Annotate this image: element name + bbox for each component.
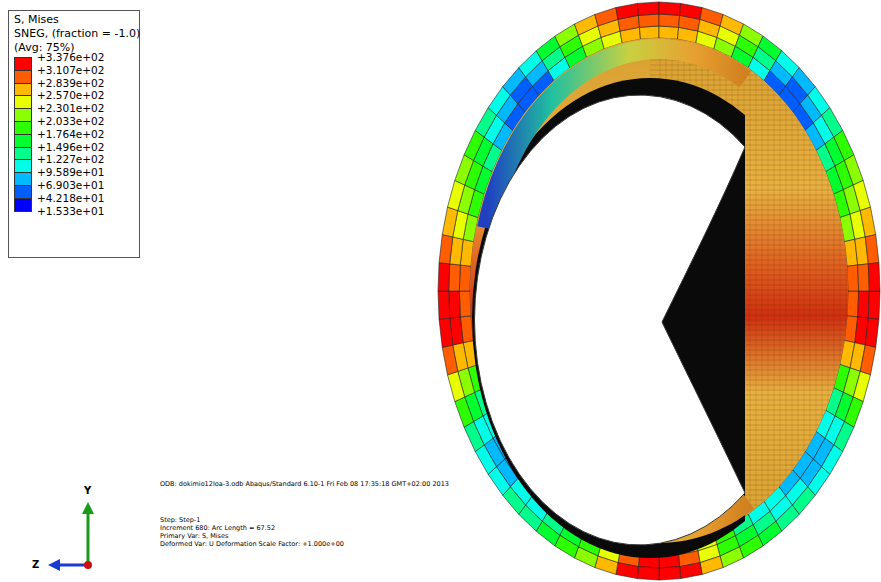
legend-swatch — [14, 83, 32, 97]
ring-element — [595, 556, 618, 574]
legend-swatch — [14, 147, 32, 161]
legend-swatch — [14, 57, 32, 71]
legend-heading: SNEG, (fraction = -1.0) — [14, 28, 140, 39]
legend-swatch — [14, 159, 32, 173]
ring-element — [449, 291, 461, 318]
ring-element — [442, 345, 457, 375]
legend-value: +1.496e+02 — [37, 142, 104, 153]
axis-z-head — [48, 559, 60, 571]
ring-element — [865, 235, 879, 264]
legend-value: +3.107e+02 — [37, 65, 104, 76]
axis-y — [87, 512, 90, 565]
info-text: Deformed Var: U Deformation Scale Factor… — [160, 541, 344, 548]
ring-element — [868, 263, 880, 291]
ring-element — [637, 2, 659, 15]
legend-heading: (Avg: 75%) — [14, 42, 75, 53]
axis-label: Z — [32, 560, 39, 570]
ring-element — [680, 563, 702, 579]
legend-value: +2.033e+02 — [37, 116, 104, 127]
ring-element — [448, 180, 465, 210]
ring-element — [847, 291, 859, 317]
legend-swatch — [14, 134, 32, 148]
ring-element — [574, 14, 598, 35]
ring-element — [659, 567, 681, 580]
ring-element — [442, 207, 457, 237]
legend-swatch — [14, 198, 32, 212]
info-text: Increment 680: Arc Length = 67.52 — [160, 525, 275, 532]
ring-element — [865, 318, 879, 347]
ring-element — [868, 291, 880, 319]
legend-value: +2.301e+02 — [37, 103, 104, 114]
ring-element — [574, 547, 598, 568]
legend-swatch — [14, 121, 32, 135]
ring-element — [438, 291, 450, 319]
ring-element — [700, 8, 723, 26]
legend-swatch — [14, 108, 32, 122]
ring-element — [455, 397, 474, 427]
ring-element — [595, 8, 618, 26]
legend-value: +4.218e+01 — [37, 193, 104, 204]
info-text: Step: Step-1 — [160, 517, 200, 524]
legend-value: +2.570e+02 — [37, 90, 104, 101]
axis-y-head — [82, 502, 94, 514]
ring-element — [637, 567, 659, 580]
legend-value: +6.903e+01 — [37, 180, 104, 191]
ring-element — [860, 207, 875, 237]
ring-element — [639, 26, 659, 39]
ring-element — [555, 24, 579, 47]
ring-element — [616, 563, 638, 579]
ring-element — [459, 291, 471, 317]
ring-element — [448, 371, 465, 401]
ring-element — [459, 265, 471, 291]
ring-element — [844, 397, 863, 427]
legend-heading: S, Mises — [14, 14, 59, 25]
ring-element — [739, 535, 763, 558]
ring-element — [449, 264, 461, 291]
ring-element — [844, 155, 863, 185]
ring-element — [659, 14, 680, 27]
ring-element — [700, 556, 723, 574]
legend-value: +2.839e+02 — [37, 78, 104, 89]
ring-element — [834, 130, 854, 160]
ring-element — [438, 263, 450, 291]
legend-swatch — [14, 95, 32, 109]
ring-element — [853, 371, 870, 401]
axis-label: Y — [84, 486, 91, 496]
ring-element — [659, 2, 681, 15]
ring-element — [847, 265, 859, 291]
ring-element — [720, 547, 744, 568]
axis-z — [58, 564, 88, 567]
legend-swatch — [14, 172, 32, 186]
tube-opening — [475, 95, 745, 545]
legend-heading: +1.533e+01 — [37, 206, 104, 217]
ring-element — [464, 422, 484, 452]
ring-element — [860, 345, 875, 375]
legend-value: +1.764e+02 — [37, 129, 104, 140]
legend-value: +3.376e+02 — [37, 52, 104, 63]
legend-value: +9.589e+01 — [37, 167, 104, 178]
ring-element — [858, 291, 870, 318]
ring-element — [659, 26, 679, 39]
ring-element — [439, 318, 453, 347]
ring-element — [858, 264, 870, 291]
ring-element — [616, 3, 638, 19]
ring-element — [853, 180, 870, 210]
ring-element — [638, 14, 659, 27]
ring-element — [439, 235, 453, 264]
info-text: Primary Var: S, Mises — [160, 533, 228, 540]
ring-element — [680, 3, 702, 19]
ring-element — [455, 155, 474, 185]
axis-x — [84, 561, 92, 569]
legend-swatch — [14, 70, 32, 84]
ring-element — [720, 14, 744, 35]
legend-swatch — [14, 185, 32, 199]
info-text: ODB: dokimio12loa-3.odb Abaqus/Standard … — [160, 481, 449, 488]
legend-value: +1.227e+02 — [37, 154, 104, 165]
